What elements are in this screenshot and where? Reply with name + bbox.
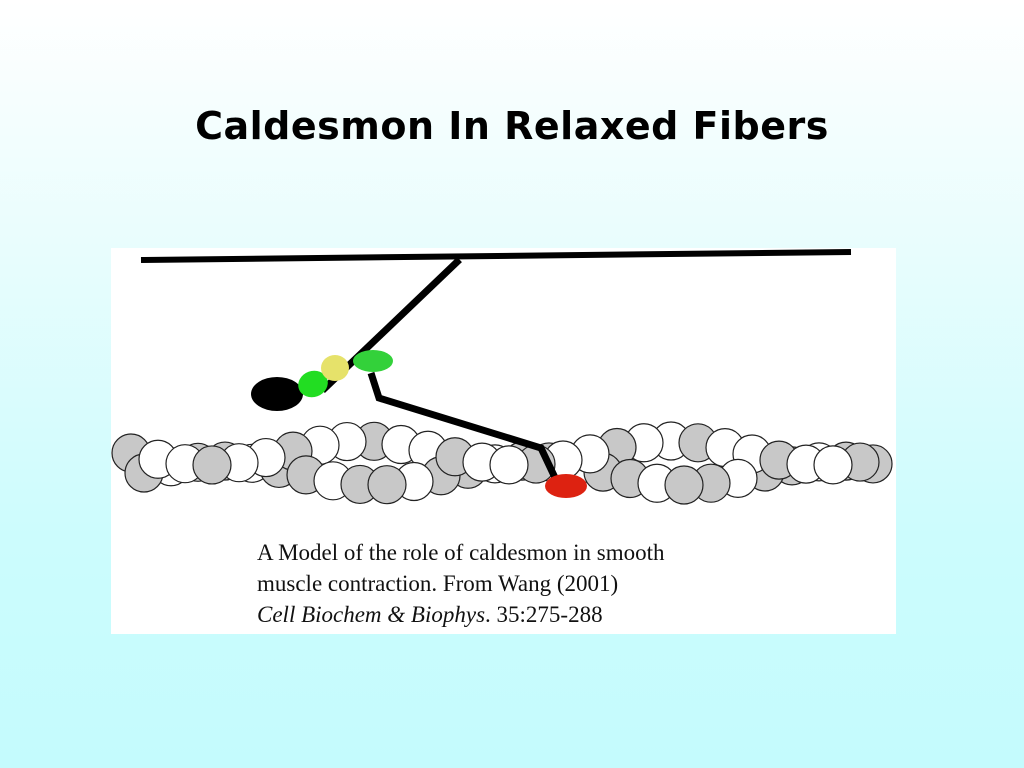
caption-line-1: A Model of the role of caldesmon in smoo… bbox=[257, 540, 665, 565]
green-domain-1 bbox=[298, 370, 328, 398]
figure-caption: A Model of the role of caldesmon in smoo… bbox=[257, 537, 877, 630]
green-domain-2 bbox=[353, 350, 393, 372]
myosin-head bbox=[251, 377, 303, 411]
yellow-domain bbox=[321, 355, 349, 381]
caption-reference: . 35:275-288 bbox=[485, 602, 603, 627]
figure-panel: A Model of the role of caldesmon in smoo… bbox=[111, 248, 896, 634]
actin-monomer bbox=[813, 445, 853, 485]
red-domain bbox=[545, 474, 587, 498]
caldesmon-chain bbox=[367, 371, 562, 486]
actin-monomer bbox=[489, 445, 529, 485]
thick-filament bbox=[140, 248, 852, 264]
actin-monomer bbox=[192, 445, 232, 485]
caldesmon-diagram bbox=[111, 248, 893, 505]
actin-monomer bbox=[664, 465, 704, 505]
caption-line-3: Cell Biochem & Biophys. 35:275-288 bbox=[257, 599, 877, 630]
actin-monomer bbox=[367, 465, 407, 505]
caption-journal: Cell Biochem & Biophys bbox=[257, 602, 486, 627]
caption-line-2: muscle contraction. From Wang (2001) bbox=[257, 571, 619, 596]
slide-title: Caldesmon In Relaxed Fibers bbox=[195, 104, 829, 148]
actin-filament bbox=[111, 421, 893, 505]
